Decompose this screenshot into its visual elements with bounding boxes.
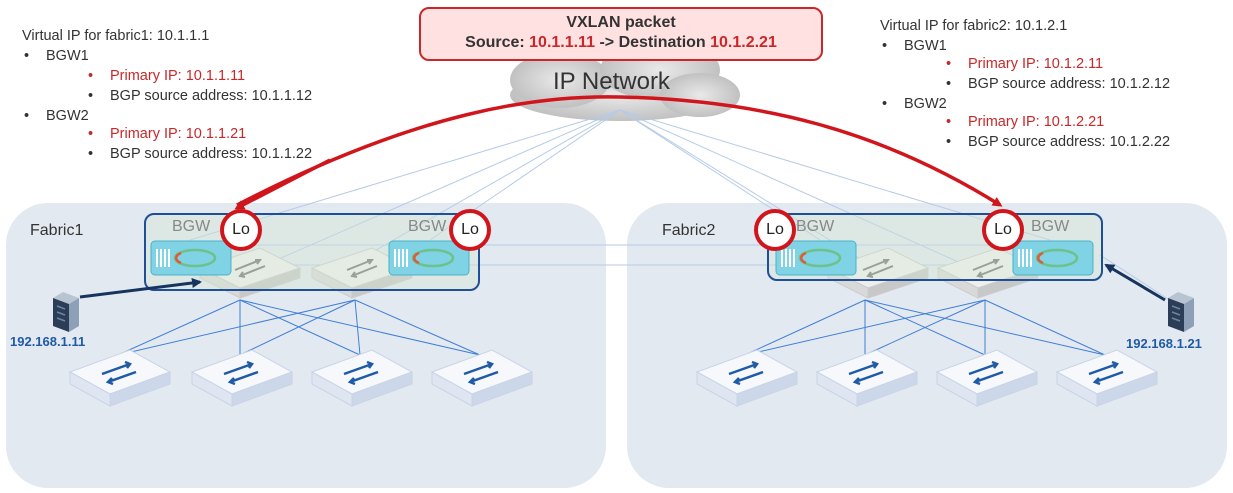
leaf-switch-icon bbox=[68, 349, 172, 407]
bullet-icon: • bbox=[88, 126, 94, 142]
bgw-device-icons bbox=[150, 240, 1094, 276]
bullet-icon: • bbox=[946, 76, 952, 92]
vxlan-tunnel-arrow-start bbox=[234, 158, 331, 210]
fabric1-vip: Virtual IP for fabric1: 10.1.1.1 bbox=[22, 28, 210, 44]
bullet-icon: • bbox=[88, 146, 94, 162]
bgw-label: BGW bbox=[408, 218, 447, 235]
bullet-icon: • bbox=[946, 56, 952, 72]
destination-label: -> Destination bbox=[595, 34, 711, 51]
bullet-icon: • bbox=[88, 88, 94, 104]
bgw-device-icon bbox=[388, 240, 470, 276]
fabric1-label: Fabric1 bbox=[30, 222, 84, 239]
loopback-badge: Lo bbox=[754, 209, 796, 251]
host1-ip: 192.168.1.11 bbox=[10, 334, 86, 349]
fabric1-links bbox=[117, 299, 481, 356]
fabric1-bgw1-primary: Primary IP: 10.1.1.11 bbox=[110, 68, 246, 84]
bgw-device-icon bbox=[1012, 240, 1094, 276]
bgw-device-icon bbox=[775, 240, 857, 276]
leaf-switch-icon bbox=[695, 349, 799, 407]
fabric1-bgw2-bgp: BGP source address: 10.1.1.22 bbox=[110, 146, 313, 162]
bullet-icon: • bbox=[946, 134, 952, 150]
server-icon bbox=[53, 292, 79, 332]
spine-switch-icon bbox=[826, 247, 930, 299]
leaf-switch-icon bbox=[190, 349, 294, 407]
fabric1-bgw2-primary: Primary IP: 10.1.1.21 bbox=[110, 126, 247, 142]
source-label: Source: bbox=[465, 34, 530, 51]
fabric2-label: Fabric2 bbox=[662, 222, 716, 239]
vxlan-tunnel-arrow bbox=[236, 95, 1003, 207]
fabric2-bgw1-name: BGW1 bbox=[904, 38, 947, 54]
fabric2-links bbox=[744, 299, 1106, 356]
leaf-switch-icon bbox=[1055, 349, 1159, 407]
fabric2-leaf-switches bbox=[695, 349, 1159, 407]
bullet-icon: • bbox=[88, 68, 94, 84]
fabric1-panel bbox=[6, 203, 606, 488]
bullet-icon: • bbox=[946, 114, 952, 130]
leaf-switch-icon bbox=[815, 349, 919, 407]
fabric1-bgw1-bgp: BGP source address: 10.1.1.12 bbox=[110, 88, 313, 104]
leaf-switch-icon bbox=[310, 349, 414, 407]
leaf-switch-icon bbox=[935, 349, 1039, 407]
leaf-switch-icon bbox=[430, 349, 534, 407]
fabric1-info: Virtual IP for fabric1: 10.1.1.1 • BGW1 … bbox=[22, 26, 382, 166]
fabric1-leaf-switches bbox=[68, 349, 534, 407]
fabric2-panel bbox=[627, 203, 1227, 488]
host1-arrow bbox=[79, 278, 202, 299]
fabric1-bgw1-name: BGW1 bbox=[46, 48, 89, 64]
bgw-label: BGW bbox=[1031, 218, 1070, 235]
fabric2-vip: Virtual IP for fabric2: 10.1.2.1 bbox=[880, 18, 1068, 34]
loopback-badge: Lo bbox=[220, 209, 262, 251]
vxlan-packet-route: Source: 10.1.1.11 -> Destination 10.1.2.… bbox=[421, 34, 821, 52]
vxlan-packet-box: VXLAN packet Source: 10.1.1.11 -> Destin… bbox=[419, 7, 823, 61]
host2-ip: 192.168.1.21 bbox=[1126, 336, 1202, 351]
bullet-icon: • bbox=[24, 48, 30, 64]
server-icon bbox=[1168, 292, 1194, 332]
bullet-icon: • bbox=[24, 108, 30, 124]
bgw-device-icon bbox=[150, 240, 232, 276]
bgw-label: BGW bbox=[172, 218, 211, 235]
fabric2-bgw2-name: BGW2 bbox=[904, 96, 947, 112]
fabric2-bgw2-bgp: BGP source address: 10.1.2.22 bbox=[968, 134, 1171, 150]
destination-ip: 10.1.2.21 bbox=[710, 34, 777, 51]
ip-network-label: IP Network bbox=[553, 68, 670, 95]
fabric2-info: Virtual IP for fabric2: 10.1.2.1 • BGW1 … bbox=[880, 16, 1230, 156]
source-ip: 10.1.1.11 bbox=[529, 34, 595, 51]
bullet-icon: • bbox=[882, 38, 888, 54]
loopback-badge: Lo bbox=[449, 209, 491, 251]
loopback-badge: Lo bbox=[982, 209, 1024, 251]
fabric2-bgw2-primary: Primary IP: 10.1.2.21 bbox=[968, 114, 1105, 130]
vxlan-packet-title: VXLAN packet bbox=[566, 14, 676, 31]
fabric2-bgw1-bgp: BGP source address: 10.1.2.12 bbox=[968, 76, 1171, 92]
fabric2-bgw1-primary: Primary IP: 10.1.2.11 bbox=[968, 56, 1104, 72]
bgw-label: BGW bbox=[796, 218, 835, 235]
host2-arrow bbox=[1104, 263, 1166, 302]
bullet-icon: • bbox=[882, 96, 888, 112]
fabric1-bgw2-name: BGW2 bbox=[46, 108, 89, 124]
